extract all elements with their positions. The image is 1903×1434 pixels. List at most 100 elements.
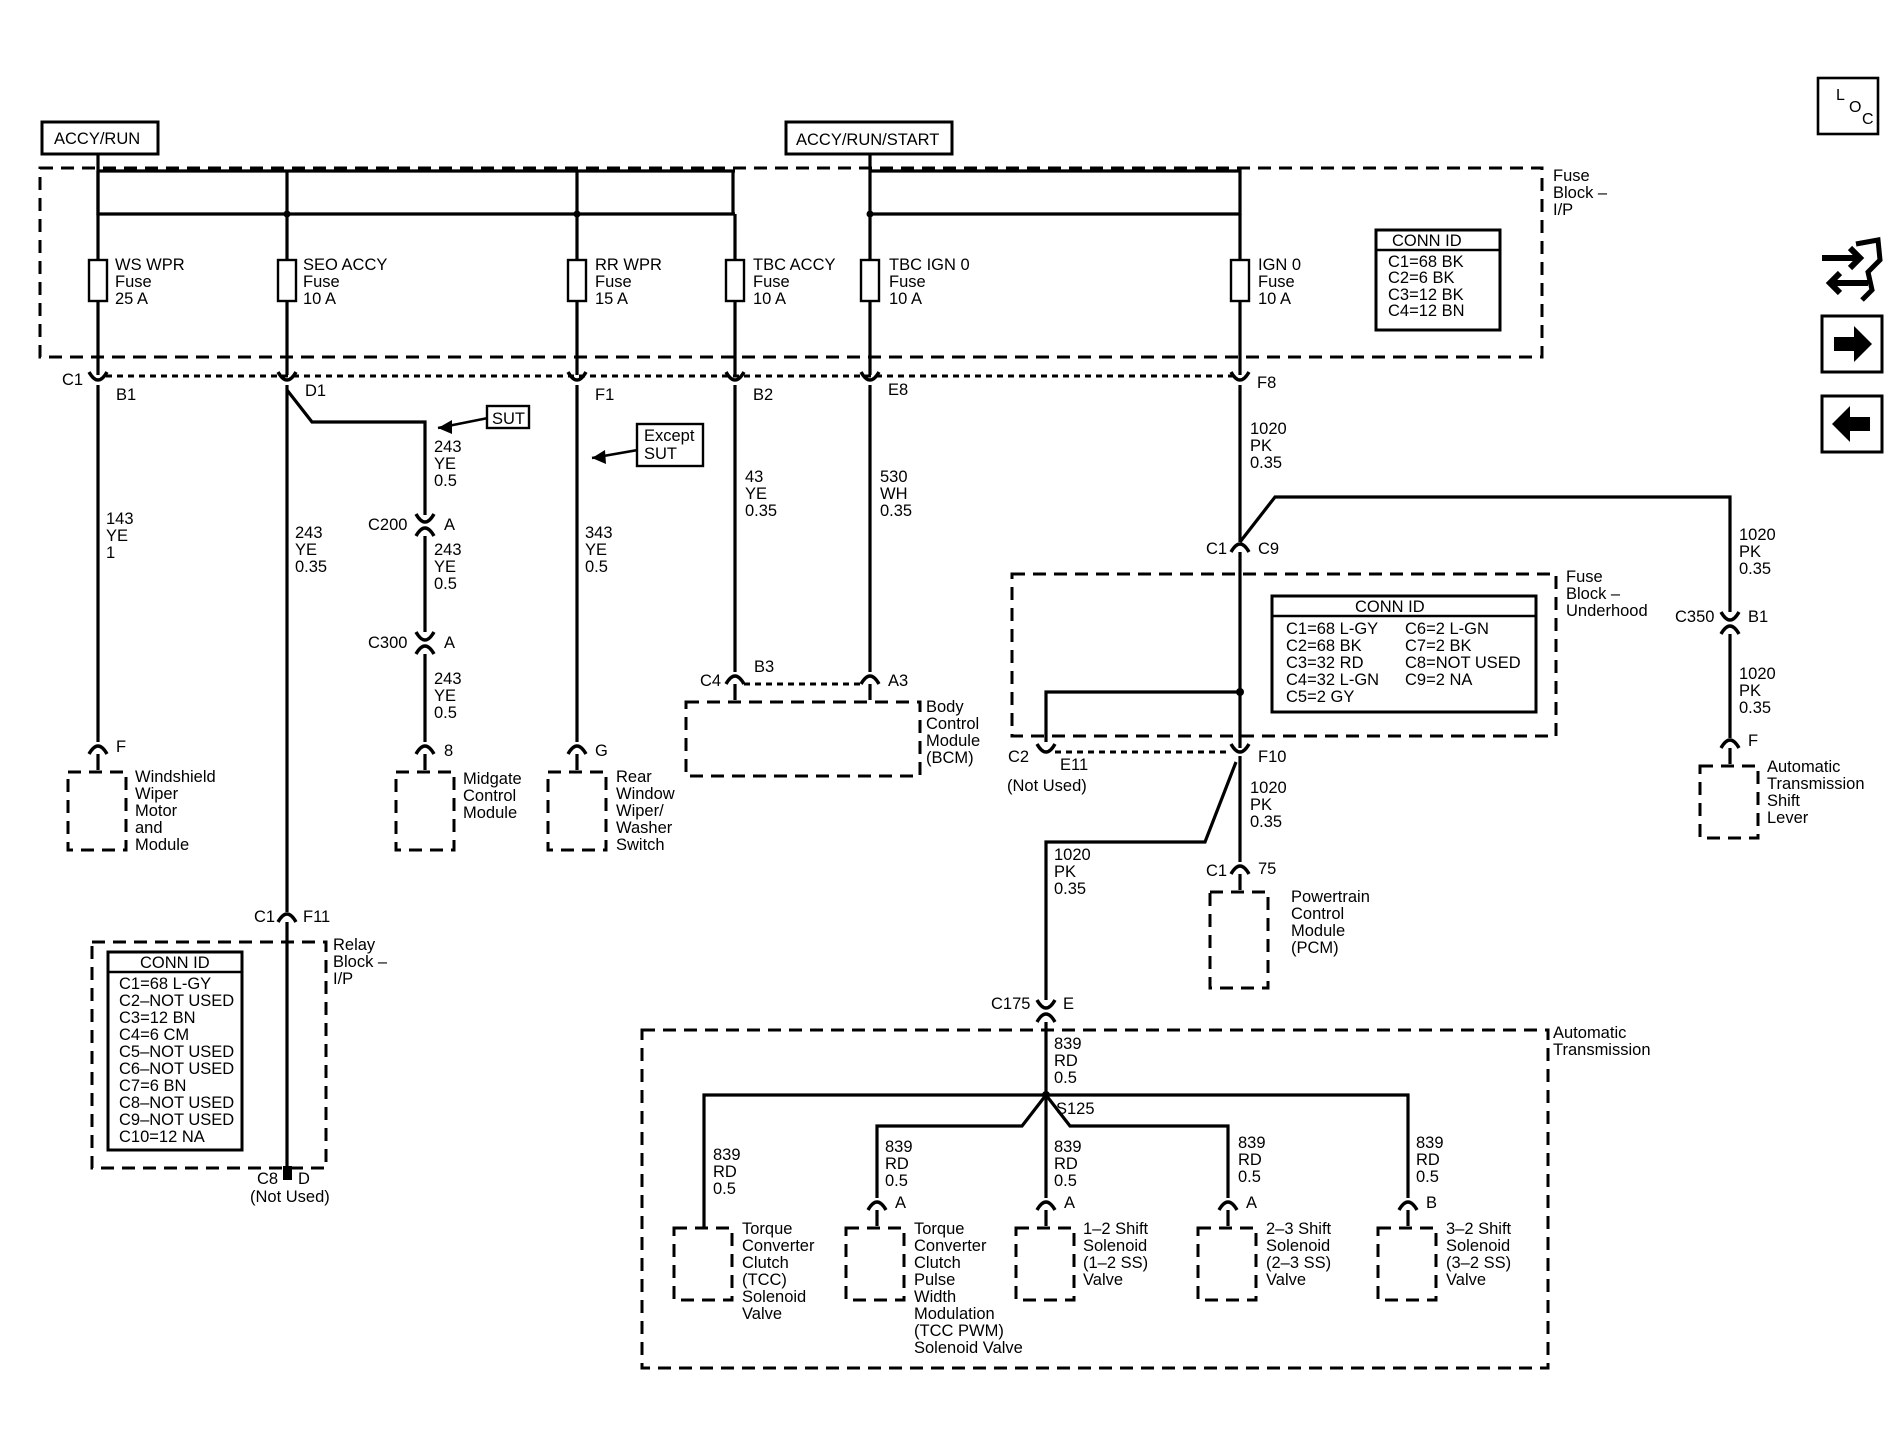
svg-text:(Not Used): (Not Used) — [1007, 777, 1087, 795]
connector-cups-ip — [87, 371, 1251, 382]
back-arrow-button[interactable] — [1820, 394, 1884, 454]
svg-text:Automatic: Automatic — [1767, 758, 1840, 776]
svg-text:Modulation: Modulation — [914, 1305, 995, 1323]
wire-label-1020b: 1020 PK 0.35 — [1739, 526, 1776, 578]
connector-c300: C300 A — [368, 631, 455, 655]
connector-c2-e11: C2 E11 (Not Used) F10 — [1007, 743, 1286, 795]
svg-text:Solenoid: Solenoid — [742, 1288, 806, 1306]
component-windshield-wiper: Windshield Wiper Motor and Module — [66, 768, 216, 854]
svg-text:A: A — [895, 1194, 906, 1212]
component-1-2-shift-solenoid: 1–2 Shift Solenoid (1–2 SS) Valve — [1014, 1220, 1149, 1302]
svg-text:Solenoid: Solenoid — [1083, 1237, 1147, 1255]
svg-text:839: 839 — [1054, 1035, 1082, 1053]
relay-block-border — [90, 940, 328, 1170]
svg-text:Relay: Relay — [333, 936, 376, 954]
wire-839-32ss — [1046, 1093, 1410, 1198]
loc-button[interactable]: L O C — [1816, 76, 1880, 136]
svg-text:Block –: Block – — [1566, 585, 1621, 603]
svg-text:O: O — [1849, 99, 1861, 116]
svg-text:C4=32 L-GN: C4=32 L-GN — [1286, 671, 1379, 689]
wrench-arrows-icon[interactable] — [1822, 237, 1883, 302]
svg-text:75: 75 — [1258, 860, 1276, 878]
svg-text:(2–3 SS): (2–3 SS) — [1266, 1254, 1331, 1272]
svg-text:243: 243 — [434, 438, 462, 456]
connector-c4-bcm: C4 B3 A3 — [700, 658, 908, 700]
svg-text:0.35: 0.35 — [745, 502, 777, 520]
svg-text:SUT: SUT — [644, 445, 677, 463]
svg-text:YE: YE — [434, 455, 456, 473]
fuse-ign0: IGN 0 Fuse 10 A — [1229, 214, 1301, 375]
pin-f1: F1 — [595, 386, 614, 404]
svg-text:0.35: 0.35 — [880, 502, 912, 520]
wire-label-1020e: 1020 PK 0.35 — [1054, 846, 1091, 898]
pin-f-shift: F — [1748, 732, 1758, 750]
svg-text:A: A — [1064, 1194, 1075, 1212]
svg-text:839: 839 — [1238, 1134, 1266, 1152]
svg-text:Pulse: Pulse — [914, 1271, 955, 1289]
relay-block-label: Relay Block – I/P — [333, 936, 388, 988]
component-midgate-control-module: Midgate Control Module — [394, 770, 522, 852]
connector-cup — [87, 744, 109, 755]
svg-text:RD: RD — [1416, 1151, 1440, 1169]
wire-label-839e: 839 RD 0.5 — [1238, 1134, 1266, 1186]
svg-text:Fuse: Fuse — [1258, 273, 1295, 291]
wire-label-1020c: 1020 PK 0.35 — [1739, 665, 1776, 717]
svg-text:D: D — [298, 1170, 310, 1188]
wire-1020-shift — [1238, 495, 1732, 612]
fuse-rr-wpr: RR WPR Fuse 15 A — [566, 214, 662, 375]
connector-cup — [1719, 738, 1741, 749]
svg-text:PK: PK — [1250, 437, 1272, 455]
svg-text:Windshield: Windshield — [135, 768, 216, 786]
svg-text:Module: Module — [926, 732, 980, 750]
bus-accy-run-start — [868, 154, 1242, 215]
svg-text:Fuse: Fuse — [1566, 568, 1603, 586]
svg-text:C1=68 L-GY: C1=68 L-GY — [1286, 620, 1378, 638]
svg-text:Torque: Torque — [742, 1220, 792, 1238]
svg-text:1020: 1020 — [1250, 420, 1287, 438]
svg-text:ACCY/RUN: ACCY/RUN — [54, 130, 140, 148]
svg-text:B1: B1 — [1748, 608, 1768, 626]
svg-text:0.35: 0.35 — [1054, 880, 1086, 898]
component-pcm: Powertrain Control Module (PCM) — [1208, 888, 1370, 990]
svg-text:0.5: 0.5 — [885, 1172, 908, 1190]
forward-arrow-button[interactable] — [1820, 314, 1884, 374]
connector-cup — [414, 744, 436, 755]
conn-id-table-relay: CONN ID C1=68 L-GY C2–NOT USED C3=12 BN … — [106, 950, 244, 1152]
svg-text:RD: RD — [1054, 1155, 1078, 1173]
svg-text:TBC ACCY: TBC ACCY — [753, 256, 836, 274]
svg-text:I/P: I/P — [333, 970, 353, 988]
svg-text:Powertrain: Powertrain — [1291, 888, 1370, 906]
svg-text:C8–NOT USED: C8–NOT USED — [119, 1094, 234, 1112]
fuse-seo-accy: SEO ACCY Fuse 10 A — [276, 214, 387, 375]
fuse-tbc-accy: TBC ACCY Fuse 10 A — [724, 214, 836, 375]
svg-text:E11: E11 — [1060, 756, 1088, 774]
wire-label-1020a: 1020 PK 0.35 — [1250, 420, 1287, 472]
svg-text:(BCM): (BCM) — [926, 749, 974, 767]
svg-text:Window: Window — [616, 785, 675, 803]
svg-text:I/P: I/P — [1553, 201, 1573, 219]
svg-text:Fuse: Fuse — [595, 273, 632, 291]
svg-text:1–2 Shift: 1–2 Shift — [1083, 1220, 1149, 1238]
power-label-accy-run-start: ACCY/RUN/START — [784, 120, 954, 156]
svg-text:Underhood: Underhood — [1566, 602, 1648, 620]
power-label-accy-run: ACCY/RUN — [40, 120, 160, 156]
svg-text:Solenoid Valve: Solenoid Valve — [914, 1339, 1023, 1357]
svg-text:243: 243 — [434, 541, 462, 559]
svg-text:SEO ACCY: SEO ACCY — [303, 256, 387, 274]
svg-text:1020: 1020 — [1739, 526, 1776, 544]
svg-text:0.35: 0.35 — [295, 558, 327, 576]
svg-text:YE: YE — [434, 687, 456, 705]
auto-trans-border — [640, 1028, 1550, 1370]
svg-text:Fuse: Fuse — [1553, 167, 1590, 185]
svg-text:CONN ID: CONN ID — [1355, 598, 1425, 616]
svg-text:Module: Module — [463, 804, 517, 822]
svg-text:(TCC PWM): (TCC PWM) — [914, 1322, 1004, 1340]
svg-text:C4: C4 — [700, 672, 721, 690]
svg-text:Block –: Block – — [333, 953, 388, 971]
pin-g: G — [595, 742, 608, 760]
wire-839-23ss — [1044, 1094, 1230, 1198]
svg-text:0.35: 0.35 — [1250, 454, 1282, 472]
svg-text:Module: Module — [1291, 922, 1345, 940]
svg-text:RR WPR: RR WPR — [595, 256, 662, 274]
